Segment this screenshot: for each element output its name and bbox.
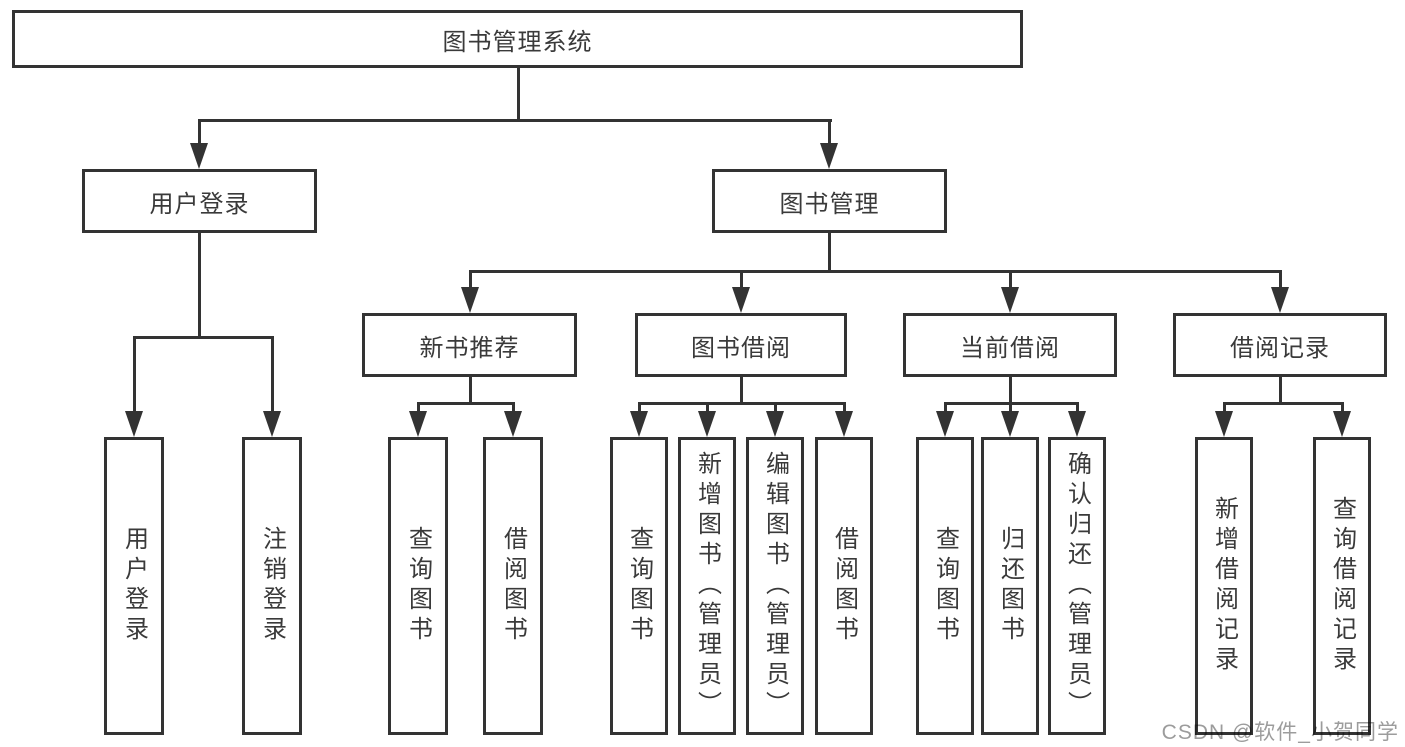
connector-line [198,119,832,122]
connector-line [517,68,520,120]
connector-line [1223,402,1226,415]
connector-line [198,233,201,339]
arrowhead-down-icon [125,411,143,437]
arrowhead-down-icon [409,411,427,437]
arrowhead-down-icon [504,411,522,437]
node-book-management: 图书管理 [712,169,947,233]
connector-line [944,402,947,415]
connector-line [512,402,515,415]
connector-line [469,377,472,405]
leaf-add-borrow-record: 新增借阅记录 [1195,437,1253,735]
leaf-confirm-return-admin: 确认归还（管理员） [1048,437,1106,735]
leaf-query-borrow-record: 查询借阅记录 [1313,437,1371,735]
arrowhead-down-icon [630,411,648,437]
leaf-query-books-current: 查询图书 [916,437,974,735]
connector-line [638,402,846,405]
arrowhead-down-icon [190,143,208,169]
connector-line [133,336,136,415]
arrowhead-down-icon [698,411,716,437]
connector-line [1076,402,1079,415]
connector-line [1279,270,1282,295]
connector-line [1223,402,1344,405]
arrowhead-down-icon [461,287,479,313]
connector-line [417,402,515,405]
leaf-logout: 注销登录 [242,437,302,735]
arrowhead-down-icon [1271,287,1289,313]
connector-line [469,270,472,295]
arrowhead-down-icon [936,411,954,437]
connector-line [828,119,831,150]
leaf-query-books-recommend: 查询图书 [388,437,448,735]
connector-line [1341,402,1344,415]
node-user-login: 用户登录 [82,169,317,233]
csdn-watermark: CSDN @软件_小贺同学 [1161,721,1399,744]
connector-line [1279,377,1282,405]
node-new-book-recommendation: 新书推荐 [362,313,577,377]
connector-line [1009,270,1012,295]
node-borrowing-records: 借阅记录 [1173,313,1387,377]
leaf-query-books-borrowing: 查询图书 [610,437,668,735]
connector-line [1009,402,1012,415]
arrowhead-down-icon [1215,411,1233,437]
leaf-return-books: 归还图书 [981,437,1039,735]
connector-line [706,402,709,415]
leaf-user-login: 用户登录 [104,437,164,735]
connector-line [638,402,641,415]
arrowhead-down-icon [766,411,784,437]
leaf-add-books-admin: 新增图书（管理员） [678,437,736,735]
leaf-edit-books-admin: 编辑图书（管理员） [746,437,804,735]
arrowhead-down-icon [1333,411,1351,437]
leaf-borrow-books-recommend: 借阅图书 [483,437,543,735]
connector-line [271,336,274,415]
connector-line [1009,377,1012,405]
arrowhead-down-icon [820,143,838,169]
connector-line [417,402,420,415]
node-library-management-system: 图书管理系统 [12,10,1023,68]
connector-line [740,377,743,405]
connector-line [828,233,831,273]
node-current-borrowing: 当前借阅 [903,313,1117,377]
connector-line [469,270,1282,273]
leaf-borrow-books: 借阅图书 [815,437,873,735]
connector-line [198,119,201,150]
arrowhead-down-icon [835,411,853,437]
arrowhead-down-icon [1001,287,1019,313]
connector-line [133,336,274,339]
arrowhead-down-icon [1068,411,1086,437]
arrowhead-down-icon [1001,411,1019,437]
connector-line [740,270,743,295]
connector-line [774,402,777,415]
connector-line [843,402,846,415]
arrowhead-down-icon [263,411,281,437]
arrowhead-down-icon [732,287,750,313]
node-book-borrowing: 图书借阅 [635,313,847,377]
